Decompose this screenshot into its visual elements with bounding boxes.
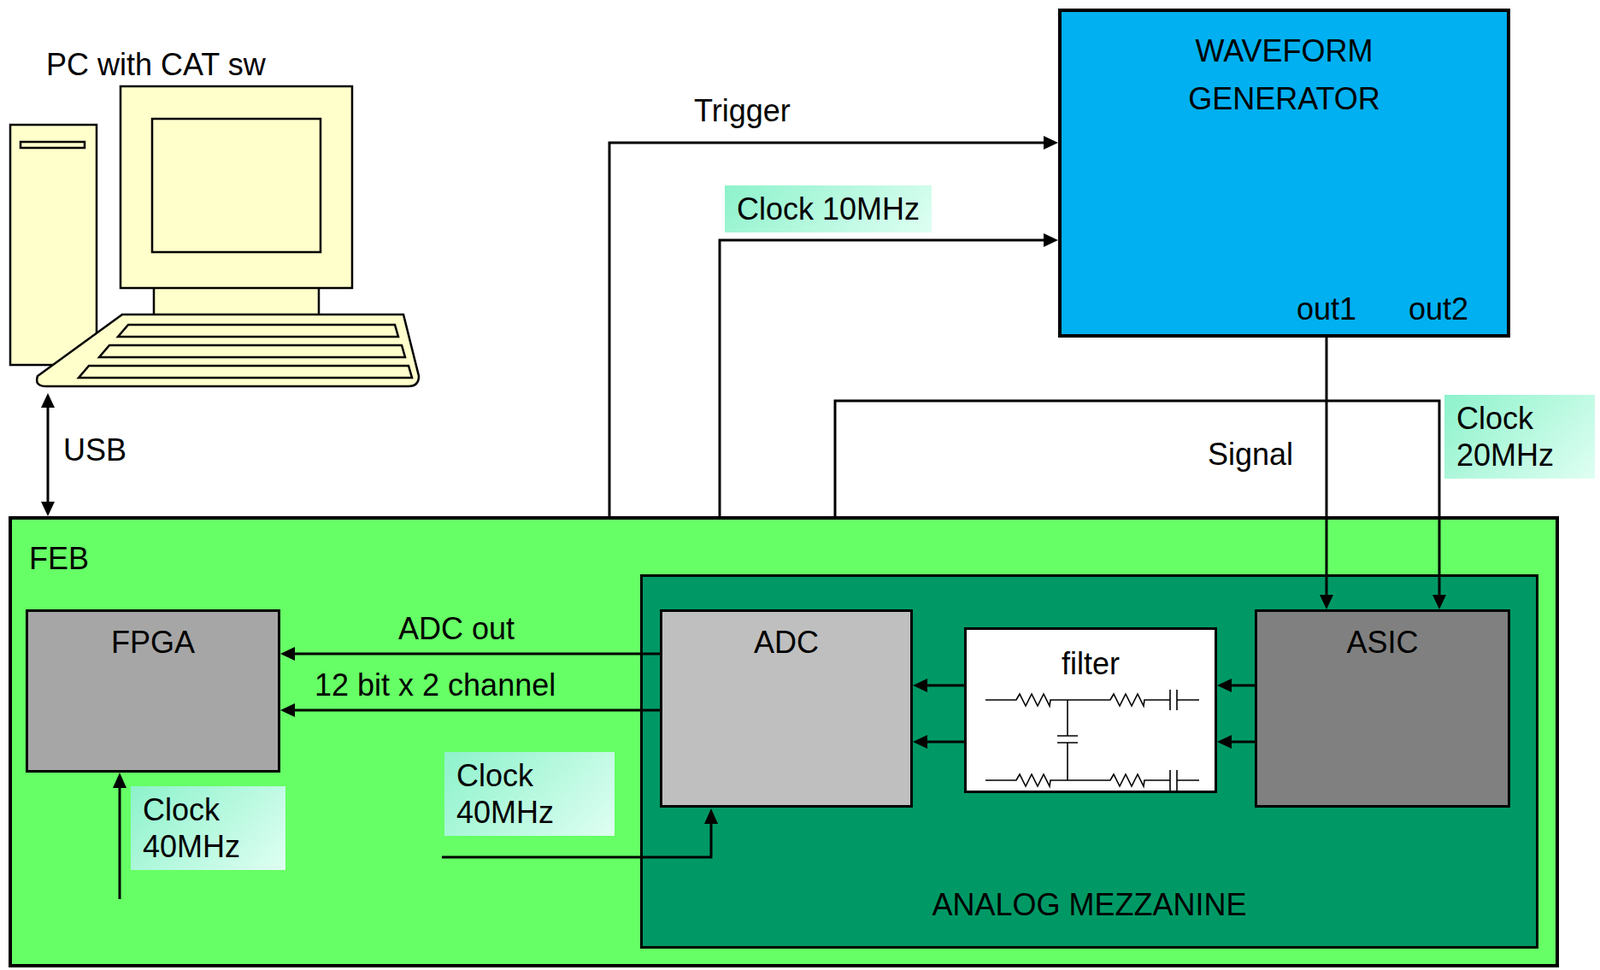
arrow-head — [280, 647, 295, 661]
filter-box: filter — [964, 627, 1218, 794]
connector-line — [290, 652, 660, 656]
connector-label: USB — [63, 431, 127, 469]
asic-box: ASIC — [1254, 609, 1511, 808]
connector — [835, 400, 1447, 610]
clock-label: Clock 10MHz — [724, 185, 932, 233]
arrow-head — [280, 703, 295, 718]
port-label: out2 — [1408, 290, 1469, 328]
arrow-head — [1043, 135, 1059, 150]
node-label: ADC — [662, 623, 911, 661]
arrow-head — [1432, 594, 1447, 610]
connector-line — [835, 400, 1440, 600]
computer-node: PC with CAT sw — [8, 25, 428, 394]
monitor-screen — [152, 118, 321, 253]
connector-line — [923, 741, 965, 744]
feb-board: FEB FPGA ANALOG MEZZANINE ADC filter ASIC — [8, 516, 1559, 968]
node-label: ASIC — [1257, 623, 1508, 661]
connector — [719, 233, 1059, 517]
keyboard-row — [78, 365, 412, 378]
connector-line — [719, 240, 1048, 517]
connector — [912, 735, 965, 749]
connector-line — [47, 403, 50, 506]
waveform-generator-box: WAVEFORM GENERATOR out1 out2 — [1058, 8, 1511, 338]
arrow-head — [1217, 735, 1232, 749]
pc-drawing — [10, 86, 419, 387]
connector — [280, 703, 660, 718]
port-label: out1 — [1296, 290, 1357, 328]
arrow-head — [704, 808, 718, 824]
connector-line — [609, 142, 1048, 517]
monitor — [120, 86, 353, 289]
node-label: FPGA — [28, 623, 278, 661]
arrow-head — [41, 501, 55, 517]
clock-wire — [118, 784, 122, 900]
keyboard-row — [117, 324, 399, 337]
arrow-head — [912, 735, 928, 749]
node-label: WAVEFORM GENERATOR — [1122, 27, 1448, 124]
connector-line — [290, 709, 660, 712]
connector-label: 12 bit x 2 channel — [314, 666, 556, 704]
pc-drive-slot — [20, 141, 85, 148]
adc-box: ADC — [659, 609, 913, 808]
node-label: filter — [966, 645, 1215, 683]
keyboard — [36, 314, 419, 387]
monitor-stand — [153, 286, 319, 316]
keyboard-row — [99, 345, 406, 358]
node-label: FEB — [29, 540, 89, 577]
arrow-head — [41, 393, 55, 408]
node-label: ANALOG MEZZANINE — [642, 886, 1536, 924]
node-label: PC with CAT sw — [46, 46, 266, 83]
arrow-head — [1319, 594, 1334, 610]
clock-label: Clock 20MHz — [1444, 394, 1595, 479]
fpga-box: FPGA — [25, 609, 281, 773]
connector-line — [1227, 684, 1255, 688]
connector-line — [923, 684, 965, 688]
connector — [912, 678, 965, 693]
connector-label: Trigger — [694, 92, 791, 130]
arrow-head — [1217, 678, 1232, 693]
pc-tower — [10, 124, 97, 365]
connector — [1217, 678, 1255, 693]
arrow-head — [1043, 233, 1059, 248]
connector-label: Signal — [1207, 435, 1294, 473]
connector — [280, 647, 660, 661]
connector-label: ADC out — [398, 610, 515, 648]
connector — [609, 135, 1059, 517]
analog-mezzanine-box: ANALOG MEZZANINE ADC filter ASIC — [640, 574, 1539, 949]
arrow-head — [912, 678, 928, 693]
connector — [1217, 735, 1255, 749]
filter-circuit — [985, 770, 1200, 791]
clock-label: Clock 40MHz — [444, 752, 615, 836]
filter-circuit — [985, 689, 1200, 711]
clock-label: Clock 40MHz — [130, 786, 286, 871]
connector-line — [1227, 741, 1255, 744]
connector — [1319, 337, 1334, 610]
connector-line — [1325, 337, 1329, 600]
filter-circuit — [1057, 700, 1078, 781]
arrow-head — [112, 772, 127, 789]
connector — [41, 393, 55, 517]
